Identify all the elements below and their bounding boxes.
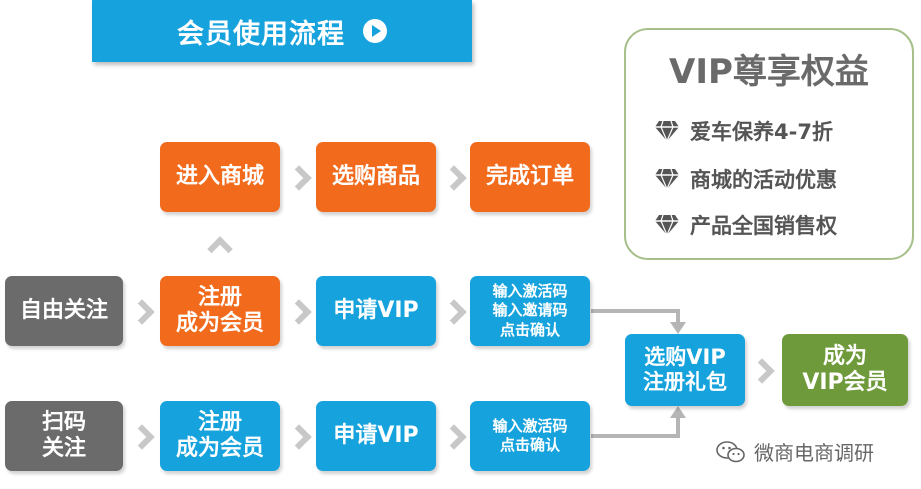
register-member-box-row2: 注册 成为会员 — [160, 401, 280, 471]
vip-gift-pack-box: 选购VIP 注册礼包 — [625, 334, 745, 406]
apply-vip-label-row1: 申请VIP — [333, 297, 419, 323]
connector-row2-to-merge — [591, 418, 680, 438]
connector-row1-to-merge — [591, 309, 680, 322]
free-follow-label: 自由关注 — [19, 297, 108, 323]
vip-benefit-text: 商城的活动优惠 — [690, 168, 837, 192]
vip-benefits-title: VIP尊享权益 — [669, 52, 869, 92]
vip-benefits-panel: VIP尊享权益 爱车保养4-7折 商城的活动优惠 产品全国销售权 — [624, 28, 914, 260]
register-member-label-row1: 注册 成为会员 — [175, 284, 264, 336]
header-banner: 会员使用流程 — [92, 0, 472, 62]
complete-order-box: 完成订单 — [470, 142, 590, 212]
select-product-box: 选购商品 — [316, 142, 436, 212]
complete-order-label: 完成订单 — [485, 163, 574, 189]
enter-mall-box: 进入商城 — [160, 142, 280, 212]
vip-benefit-text: 爱车保养4-7折 — [690, 120, 833, 144]
codes-label-row2: 输入激活码 点击确认 — [492, 416, 568, 455]
vip-benefit-text: 产品全国销售权 — [690, 214, 837, 238]
become-vip-label: 成为 VIP会员 — [802, 343, 888, 395]
free-follow-box: 自由关注 — [5, 276, 123, 346]
register-member-label-row2: 注册 成为会员 — [175, 409, 264, 461]
diamond-icon — [655, 214, 679, 236]
watermark-text: 微商电商调研 — [754, 441, 874, 465]
connector-row1-arrowhead — [670, 322, 686, 334]
codes-box-row2: 输入激活码 点击确认 — [470, 401, 590, 471]
header-title: 会员使用流程 — [177, 18, 345, 50]
register-member-box-row1: 注册 成为会员 — [160, 276, 280, 346]
diamond-icon — [655, 120, 679, 142]
become-vip-box: 成为 VIP会员 — [782, 334, 908, 406]
play-icon[interactable] — [363, 19, 387, 43]
apply-vip-box-row1: 申请VIP — [316, 276, 436, 346]
wechat-icon — [716, 440, 745, 462]
enter-mall-label: 进入商城 — [175, 163, 264, 189]
vip-gift-pack-label: 选购VIP 注册礼包 — [643, 344, 727, 394]
scan-follow-box: 扫码 关注 — [5, 401, 123, 471]
watermark: 微商电商调研 — [716, 437, 874, 466]
scan-follow-label: 扫码 关注 — [41, 409, 86, 461]
codes-box-row1: 输入激活码 输入邀请码 点击确认 — [470, 276, 590, 346]
vip-benefit-item: 商城的活动优惠 — [654, 164, 837, 194]
connector-row2-arrowhead — [670, 406, 686, 418]
vip-benefit-item: 爱车保养4-7折 — [654, 116, 833, 146]
vip-benefit-item: 产品全国销售权 — [654, 210, 837, 240]
apply-vip-label-row2: 申请VIP — [333, 422, 419, 448]
apply-vip-box-row2: 申请VIP — [316, 401, 436, 471]
select-product-label: 选购商品 — [331, 163, 420, 189]
codes-label-row1: 输入激活码 输入邀请码 点击确认 — [492, 281, 568, 339]
diamond-icon — [655, 168, 679, 190]
